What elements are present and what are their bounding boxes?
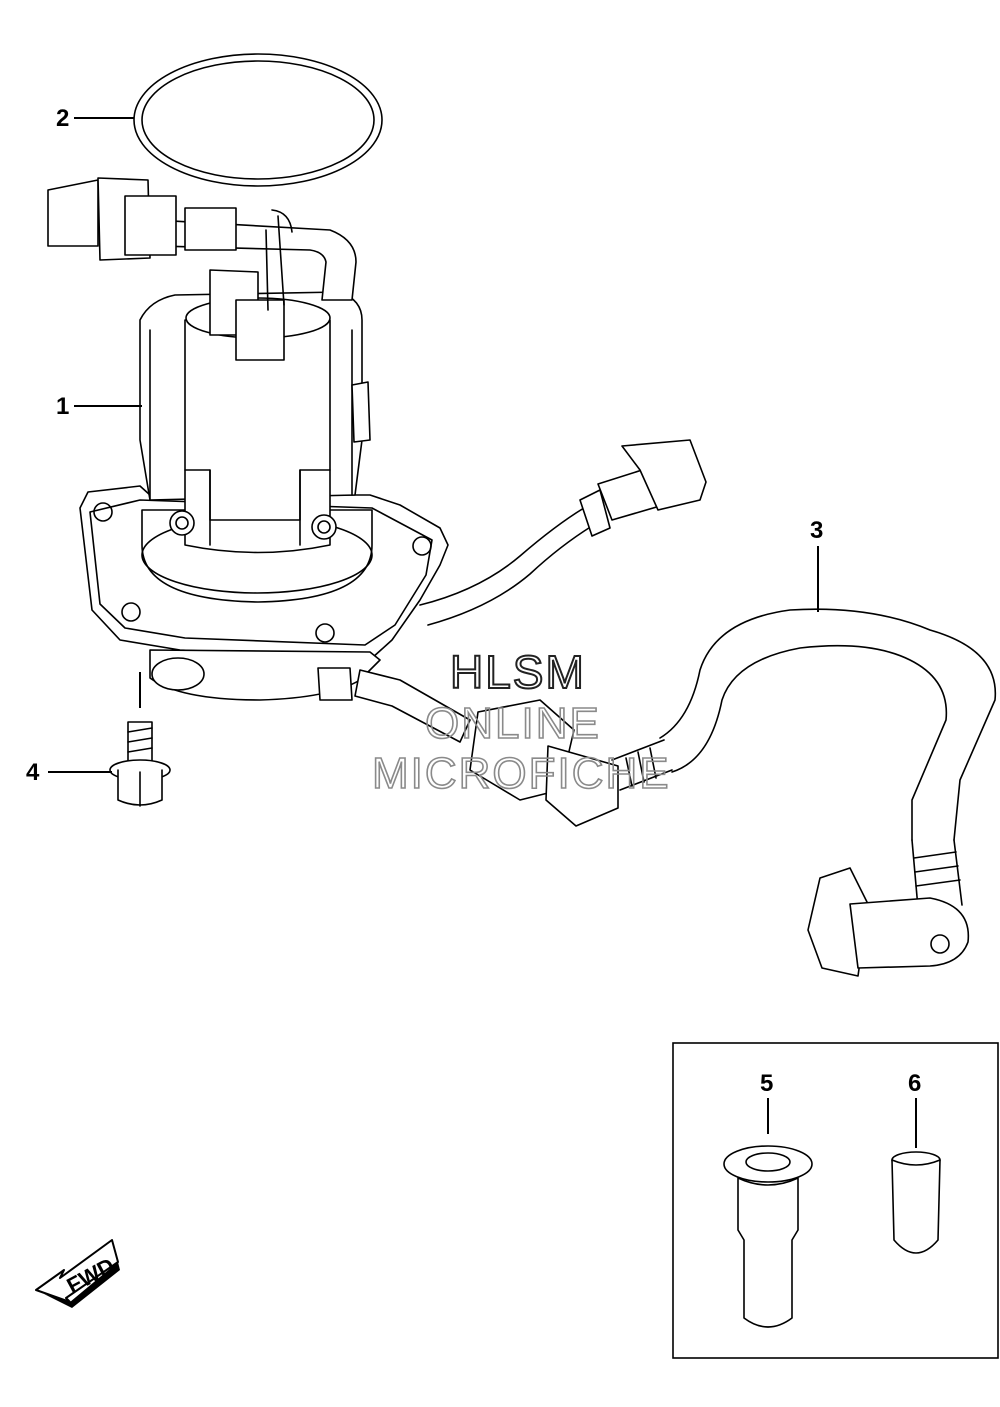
sleeve-part-6[interactable] xyxy=(891,1151,941,1254)
callout-number: 4 xyxy=(26,759,40,786)
screw-head xyxy=(169,510,195,536)
callout-number: 1 xyxy=(56,393,69,420)
fuel-hose-part-3[interactable] xyxy=(354,608,997,977)
callout-number: 3 xyxy=(810,517,823,544)
callout-6: 6 xyxy=(908,1070,921,1148)
watermark-line-3: MICROFICHE xyxy=(372,749,671,798)
watermark-line-1: HLSM xyxy=(450,646,586,698)
callout-3: 3 xyxy=(810,517,823,612)
callout-4: 4 xyxy=(26,672,141,786)
callout-5: 5 xyxy=(760,1070,773,1134)
callout-number: 2 xyxy=(56,105,69,132)
pump-harness-connector xyxy=(419,439,707,626)
fuel-pump-assembly-part-1[interactable] xyxy=(47,177,449,701)
callout-number: 6 xyxy=(908,1070,921,1097)
callout-1: 1 xyxy=(56,393,142,420)
watermark: HLSM ONLINE MICROFICHE xyxy=(371,645,671,799)
screw-head xyxy=(311,514,337,540)
watermark-line-2: ONLINE xyxy=(425,699,601,748)
o-ring-part-2[interactable] xyxy=(133,53,383,187)
callout-2: 2 xyxy=(56,105,134,132)
fwd-arrow-icon: FWD xyxy=(35,1239,120,1308)
callout-number: 5 xyxy=(760,1070,773,1097)
inset-box: 5 6 xyxy=(672,1042,999,1359)
bolt-part-4[interactable] xyxy=(109,721,171,807)
grommet-part-5[interactable] xyxy=(723,1145,813,1328)
